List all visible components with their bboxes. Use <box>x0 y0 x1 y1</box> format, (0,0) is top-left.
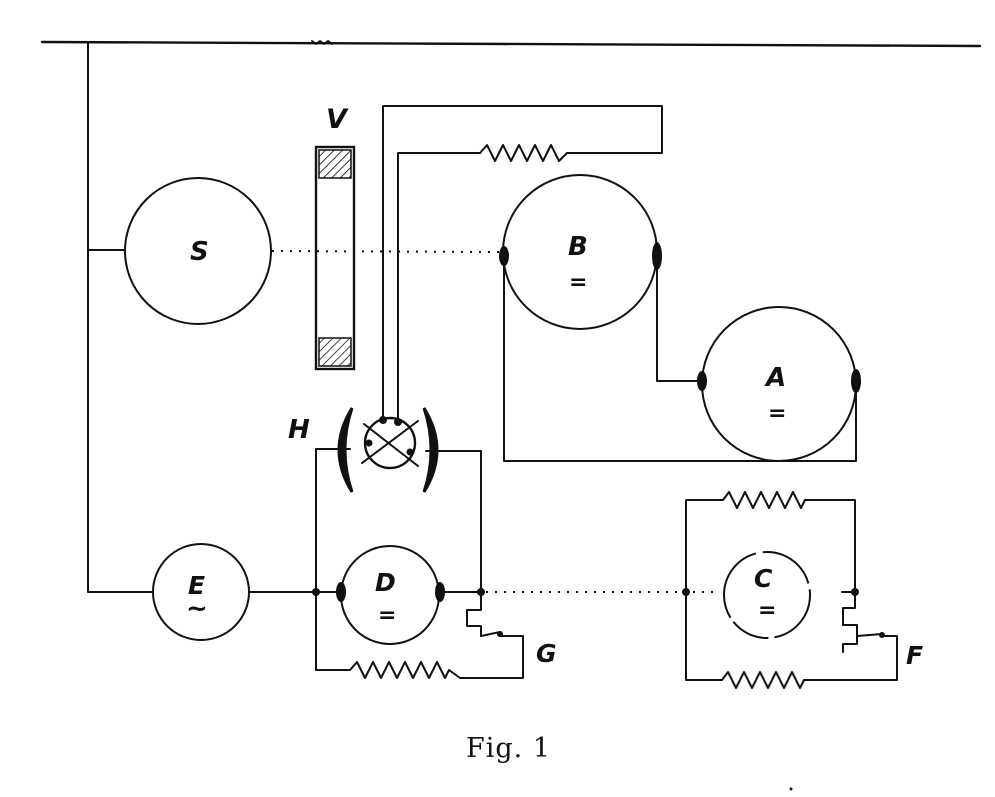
machine-s <box>124 177 272 325</box>
symbol-a: = <box>768 401 786 426</box>
figure-caption: Fig. 1 <box>466 733 551 764</box>
speck <box>789 787 793 791</box>
brush-d-right <box>435 582 445 602</box>
label-c: C <box>754 564 773 593</box>
label-f: F <box>906 641 923 670</box>
symbol-d: = <box>378 603 396 628</box>
label-g: G <box>536 639 557 668</box>
left-feeder <box>87 41 153 593</box>
label-e: E <box>188 571 205 600</box>
symbol-c: = <box>758 598 776 623</box>
machine-c <box>723 551 811 639</box>
flywheel-v <box>314 145 356 371</box>
circuit-d-wiring <box>248 448 524 679</box>
label-s: S <box>190 237 209 267</box>
field-wiring-b <box>382 105 663 421</box>
supply-line <box>40 40 982 48</box>
circuit-c-wiring <box>682 491 898 689</box>
armature-loop-ba <box>503 255 857 462</box>
shaft-line-top <box>271 250 501 253</box>
brush-d-left <box>336 582 346 602</box>
symbol-e: ~ <box>186 594 208 624</box>
label-d: D <box>375 568 396 597</box>
symbol-b: = <box>569 270 587 295</box>
label-b: B <box>568 232 588 262</box>
label-a: A <box>764 363 786 393</box>
label-h: H <box>288 415 310 445</box>
brush-rocker-h <box>315 407 482 493</box>
label-v: V <box>326 104 349 135</box>
